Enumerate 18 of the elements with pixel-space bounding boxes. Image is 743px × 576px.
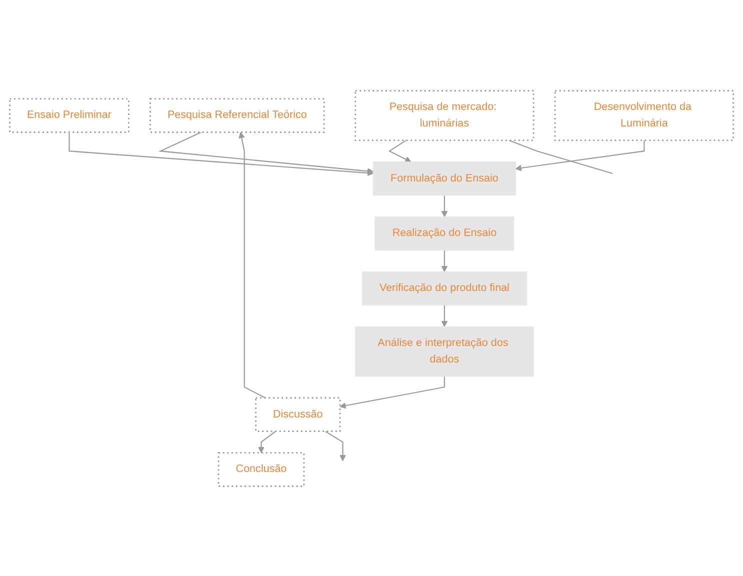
arrow bbox=[388, 139, 412, 162]
arrow bbox=[441, 194, 448, 217]
arrow bbox=[258, 430, 276, 453]
arrow bbox=[324, 430, 346, 461]
connector bbox=[508, 139, 613, 174]
arrow bbox=[68, 132, 374, 176]
node-box bbox=[355, 326, 534, 376]
flowchart-diagram: Pesquisa Referencial Teórico Pesquisa de mercado: luminárias Formulação do Ensaio Ensaio Preliminar Desenvolvimento da Luminária Realização do Ensaio Verificação do produto final Análise e interpretação dos dados Discussão Conclusão bbox=[4, 84, 739, 492]
arrow bbox=[340, 376, 445, 408]
node-box bbox=[374, 216, 514, 250]
arrow bbox=[515, 140, 645, 171]
arrow bbox=[158, 131, 374, 174]
arrow bbox=[238, 131, 266, 398]
node-box bbox=[362, 270, 528, 306]
arrow bbox=[441, 250, 448, 272]
node-box bbox=[372, 161, 516, 196]
node-box bbox=[255, 396, 341, 432]
arrow bbox=[441, 304, 448, 327]
